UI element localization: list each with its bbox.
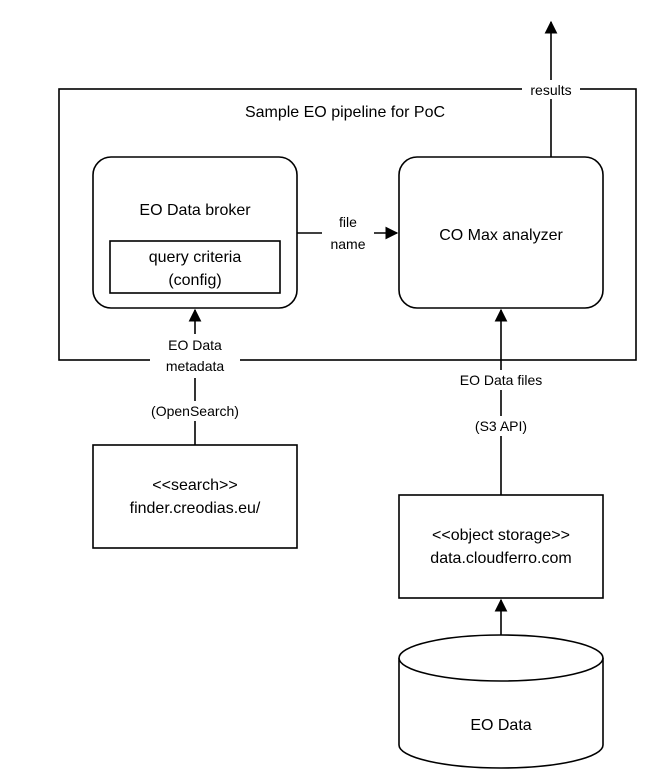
metadata-label-1: EO Data: [168, 337, 222, 353]
search-stereotype: <<search>>: [152, 477, 237, 494]
database-cylinder: [398, 634, 604, 769]
file-name-label-1: file: [339, 214, 357, 230]
query-criteria-box: [109, 240, 281, 294]
query-criteria-label: query criteria: [149, 249, 242, 266]
pipeline-title: Sample EO pipeline for PoC: [245, 104, 445, 121]
file-name-label-2: name: [330, 236, 365, 252]
database-label: EO Data: [470, 717, 531, 734]
data-files-label: EO Data files: [460, 372, 542, 388]
object-storage-box: [398, 494, 604, 599]
broker-title: EO Data broker: [139, 202, 251, 219]
analyzer-box: [398, 156, 604, 309]
search-host: finder.creodias.eu/: [130, 500, 261, 517]
storage-stereotype: <<object storage>>: [432, 527, 570, 544]
opensearch-label: (OpenSearch): [151, 403, 239, 419]
metadata-label-2: metadata: [166, 358, 225, 374]
results-label: results: [530, 82, 571, 98]
storage-host: data.cloudferro.com: [430, 550, 571, 567]
analyzer-title: CO Max analyzer: [439, 227, 563, 244]
search-service-box: [92, 444, 298, 549]
query-config-label: (config): [168, 272, 221, 289]
s3api-label: (S3 API): [475, 418, 527, 434]
